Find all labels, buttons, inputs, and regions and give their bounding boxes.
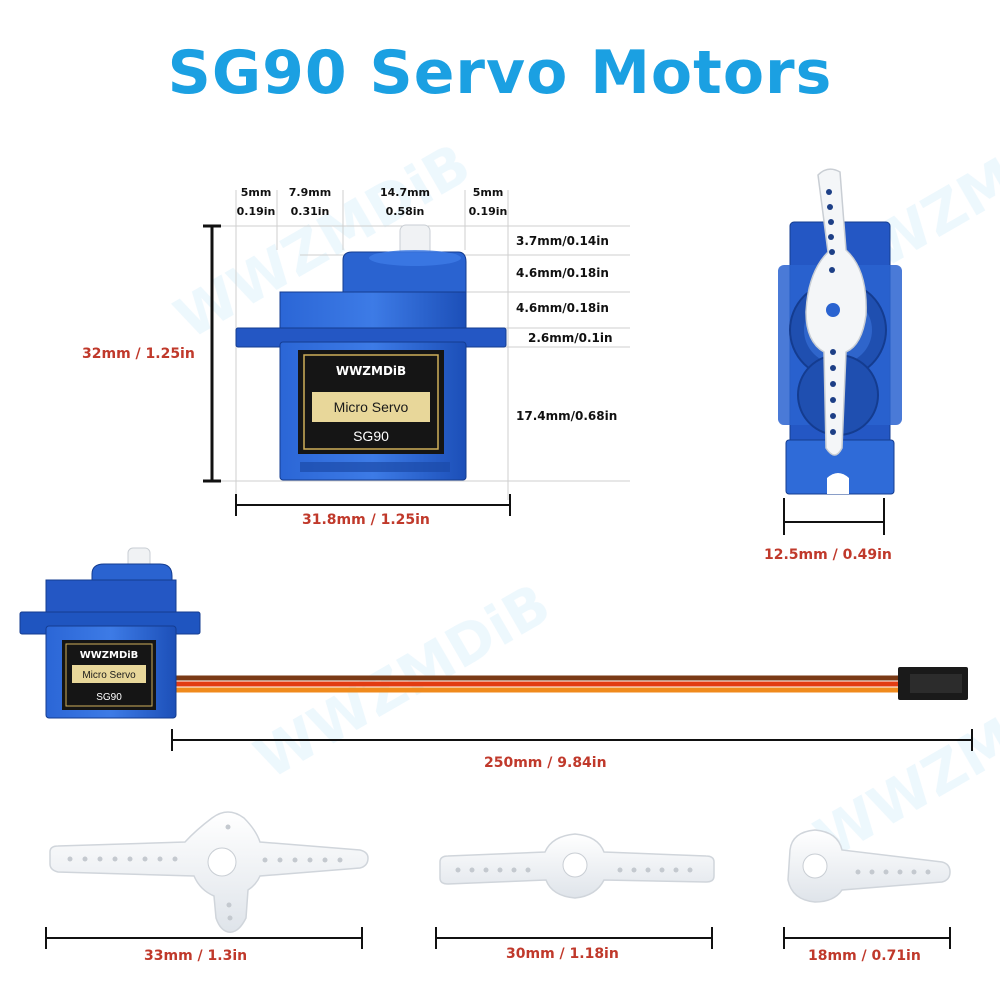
servo-with-cable: WWZMDiB Micro Servo SG90 xyxy=(19,547,973,751)
label-model-name: Micro Servo xyxy=(334,399,409,415)
label-model: SG90 xyxy=(96,692,122,703)
servo-side-view xyxy=(778,168,902,535)
horn-cross xyxy=(49,811,369,933)
dim-height-cap: 4.6mm/0.18in xyxy=(516,266,609,280)
label-model-name: Micro Servo xyxy=(82,670,136,681)
dim-mm: 5mm xyxy=(240,186,272,199)
dim-top-width-3: 14.7mm 0.58in xyxy=(370,186,440,218)
dim-in: 0.58in xyxy=(385,205,425,218)
dim-height-tab: 2.6mm/0.1in xyxy=(528,331,613,345)
dim-depth: 12.5mm / 0.49in xyxy=(764,547,892,563)
dim-in: 0.19in xyxy=(468,205,508,218)
dim-cable-length: 250mm / 9.84in xyxy=(484,755,607,771)
dim-horn-cross: 33mm / 1.3in xyxy=(144,948,248,964)
dim-height-lower: 17.4mm/0.68in xyxy=(516,409,618,423)
dim-in: 0.19in xyxy=(236,205,276,218)
dim-height-shaft: 3.7mm/0.14in xyxy=(516,234,609,248)
dim-mm: 7.9mm xyxy=(288,186,332,199)
page-title: SG90 Servo Motors xyxy=(167,38,833,108)
dim-height-upper: 4.6mm/0.18in xyxy=(516,301,609,315)
servo-front-view: WWZMDiB Micro Servo SG90 xyxy=(203,190,630,516)
dim-top-width-2: 7.9mm 0.31in xyxy=(280,186,340,218)
label-brand: WWZMDiB xyxy=(336,364,406,378)
dim-top-width-4: 5mm 0.19in xyxy=(464,186,512,218)
dim-mm: 5mm xyxy=(472,186,504,199)
label-model: SG90 xyxy=(353,428,389,444)
label-brand: WWZMDiB xyxy=(80,650,139,661)
dim-horn-double: 30mm / 1.18in xyxy=(506,946,619,962)
dim-top-width-1: 5mm 0.19in xyxy=(232,186,280,218)
horn-dimension-bars xyxy=(45,927,951,949)
dim-horn-single: 18mm / 0.71in xyxy=(808,948,921,964)
dim-total-width: 31.8mm / 1.25in xyxy=(302,512,430,528)
dim-total-height: 32mm / 1.25in xyxy=(82,346,195,362)
dim-mm: 14.7mm xyxy=(379,186,431,199)
dim-in: 0.31in xyxy=(290,205,330,218)
horn-single xyxy=(787,829,951,903)
horn-double xyxy=(439,833,715,899)
